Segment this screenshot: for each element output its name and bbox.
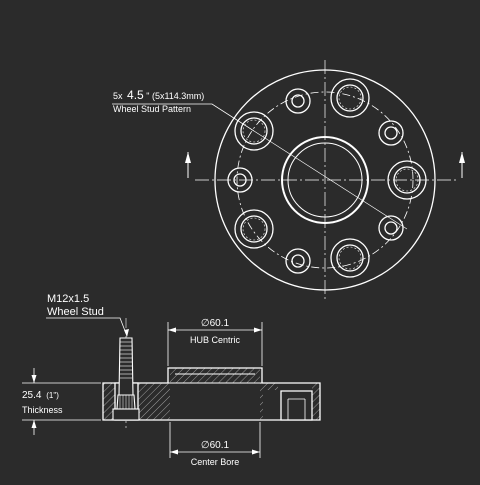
bore-dimension-label: Center Bore: [191, 457, 240, 467]
through-hole-left: [227, 167, 253, 193]
thickness-dimension: [22, 368, 101, 435]
section-marker-left: [185, 152, 191, 178]
pattern-callout: 5x 4.5 " (5x114.3mm): [113, 88, 204, 102]
section-view: [102, 318, 321, 428]
wheel-stud: [112, 337, 140, 421]
stud-hole-top-right: [330, 78, 370, 118]
hub-dimension-value: ∅60.1: [201, 318, 230, 329]
pattern-label: Wheel Stud Pattern: [113, 104, 191, 114]
stud-head: [112, 408, 140, 421]
bolt-circle: [236, 91, 414, 269]
stud-hole-top-left: [234, 111, 274, 151]
top-view: [112, 60, 465, 300]
hub-dimension: [167, 322, 263, 366]
through-hole-right-upper: [378, 120, 404, 146]
stud-hole-bottom-right: [330, 238, 370, 278]
stud-hole-bottom-left: [234, 209, 274, 249]
bore-dimension-value: ∅60.1: [201, 440, 230, 451]
through-hole-right-lower: [378, 215, 404, 241]
stud-size-label: M12x1.5: [47, 293, 89, 305]
thickness-label: Thickness: [22, 405, 63, 415]
stud-label: Wheel Stud: [47, 306, 104, 318]
section-bore-clear: [170, 383, 260, 420]
pattern-diameter-line: [253, 130, 408, 230]
thickness-value: 25.4 (1"): [22, 390, 59, 401]
pattern-leader-line: [112, 103, 255, 132]
section-marker-right: [459, 152, 465, 178]
stud-hole-right: [387, 160, 427, 200]
thickness-mm: 25.4: [22, 390, 42, 401]
through-hole-bottom: [285, 248, 311, 274]
bore-dimension: [169, 422, 261, 458]
pattern-metric: (5x114.3mm): [152, 91, 204, 101]
pattern-unit: ": [146, 91, 149, 101]
stud-callout: [46, 317, 129, 337]
hub-dimension-label: HUB Centric: [190, 335, 241, 345]
stud-threaded-shank: [118, 337, 134, 396]
stud-threads: [120, 341, 132, 379]
through-hole-top: [285, 88, 311, 114]
pattern-prefix: 5x: [113, 91, 123, 101]
stud-pocket: [280, 390, 313, 421]
pattern-value: 4.5: [127, 88, 144, 102]
thickness-inches: (1"): [46, 391, 59, 400]
